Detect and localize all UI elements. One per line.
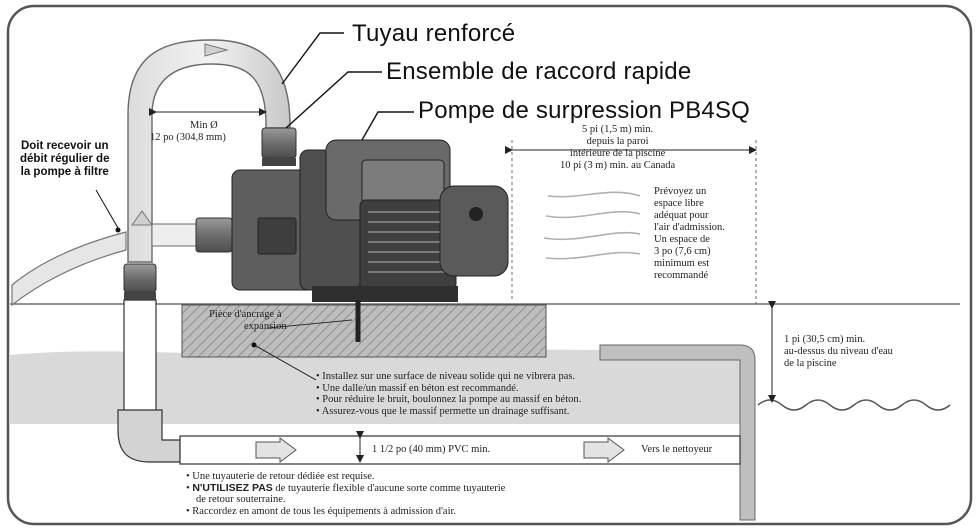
air-intake-arrows [543,191,641,260]
pool-water-surface [757,399,951,411]
quick-connect-top [261,127,297,159]
callout-reinforced-hose: Tuyau renforcé [352,20,516,47]
distance-label: 5 pi (1,5 m) min. depuis la paroi intéri… [560,124,676,171]
air-space-note: Prévoyez un espace libre adéquat pour l'… [654,186,725,281]
anchor-label: Pièce d'ancrage à expansion [209,309,287,332]
min-diameter-label: Min Ø 12 po (304,8 mm) [150,120,226,143]
concrete-pad [181,304,547,358]
pool-wall [599,344,756,521]
return-elbow [117,409,181,463]
return-piping-notes: • Une tuyauterie de retour dédiée est re… [186,471,506,517]
quick-connect-bottom [123,263,157,293]
callout-booster-pump: Pompe de surpression PB4SQ [418,97,751,124]
pipe-size-label: 1 1/2 po (40 mm) PVC min. [372,444,491,455]
ground-fill [10,349,740,424]
height-label: 1 pi (30,5 cm) min. au-dessus du niveau … [784,334,893,369]
to-cleaner-label: Vers le nettoyeur [641,444,713,455]
pad-installation-notes: • Installez sur une surface de niveau so… [316,371,582,417]
booster-pump [231,139,509,302]
do-not-use-warning: N'UTILISEZ PAS [192,481,273,494]
filter-hose [11,231,127,307]
filter-flow-note: Doit recevoir un débit régulier de la po… [20,140,110,178]
callout-quick-connect: Ensemble de raccord rapide [386,58,692,85]
